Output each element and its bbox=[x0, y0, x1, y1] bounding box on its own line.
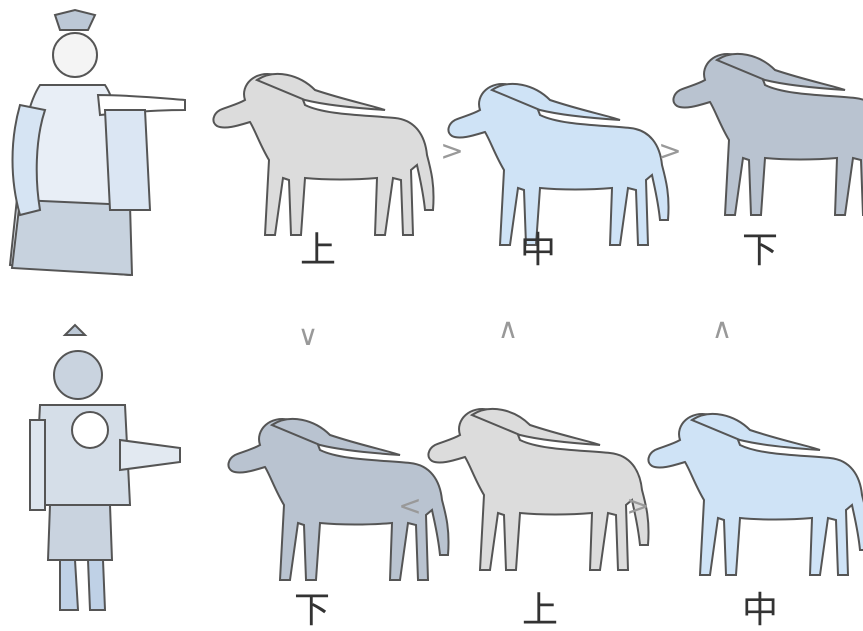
general-horse-label: 下 bbox=[294, 590, 330, 631]
general-horse-label: 中 bbox=[742, 590, 778, 631]
king-horse-3 bbox=[673, 54, 863, 215]
king-horse-label: 中 bbox=[520, 230, 556, 271]
king-horse-1 bbox=[213, 74, 433, 235]
king-figure bbox=[10, 10, 185, 275]
top-relation-symbol: > bbox=[658, 134, 681, 167]
general-figure bbox=[30, 325, 180, 610]
king-horse-label: 下 bbox=[742, 230, 778, 271]
bottom-relation-symbol: < bbox=[398, 489, 421, 522]
king-horse-label: 上 bbox=[300, 230, 336, 271]
vertical-relation-symbol: ∨ bbox=[298, 319, 319, 352]
vertical-relation-symbol: ∧ bbox=[712, 312, 733, 345]
bottom-relation-symbol: > bbox=[626, 489, 649, 522]
vertical-relation-symbol: ∧ bbox=[498, 312, 519, 345]
general-horse-2 bbox=[428, 409, 648, 570]
top-relation-symbol: > bbox=[440, 134, 463, 167]
general-horse-3 bbox=[648, 414, 863, 575]
king-horse-2 bbox=[448, 84, 668, 245]
general-horse-label: 上 bbox=[522, 590, 558, 631]
